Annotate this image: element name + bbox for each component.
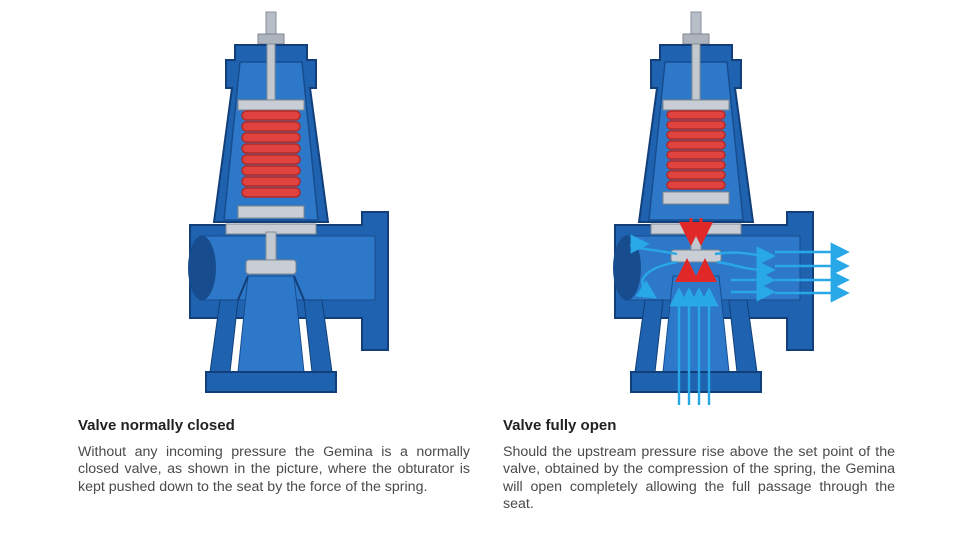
spring-force-arrows [675,218,717,282]
upper-spring-plate [662,99,730,111]
inlet-flange [630,371,762,393]
caption-title: Valve fully open [503,417,617,434]
valve-stem [266,43,276,107]
caption-title: Valve normally closed [78,417,235,434]
spring [666,110,726,190]
panel-valve-open: Valve fully open Should the upstream pre… [495,0,905,537]
valve-stem [691,43,701,107]
upper-spring-plate [237,99,305,111]
inlet-nozzle [662,275,730,373]
inlet-nozzle [237,275,305,373]
caption-text: Without any incoming pressure the Gemina… [78,444,470,495]
inlet-flange [205,371,337,393]
lock-nut [682,33,710,45]
lock-nut [257,33,285,45]
valve-closed-illustration [188,11,389,393]
lower-spring-plate [662,191,730,205]
obturator [670,249,722,263]
caption-text: Should the upstream pressure rise above … [503,444,895,513]
panel-valve-closed: Valve normally closed Without any incomi… [70,0,480,537]
disc-stem [265,231,277,263]
chamber-end [613,236,641,300]
lower-spring-plate [237,205,305,219]
valve-open-illustration [613,11,850,405]
flow-arrows [630,234,850,405]
spring [241,110,301,198]
obturator [245,259,297,275]
chamber-end [188,236,216,300]
